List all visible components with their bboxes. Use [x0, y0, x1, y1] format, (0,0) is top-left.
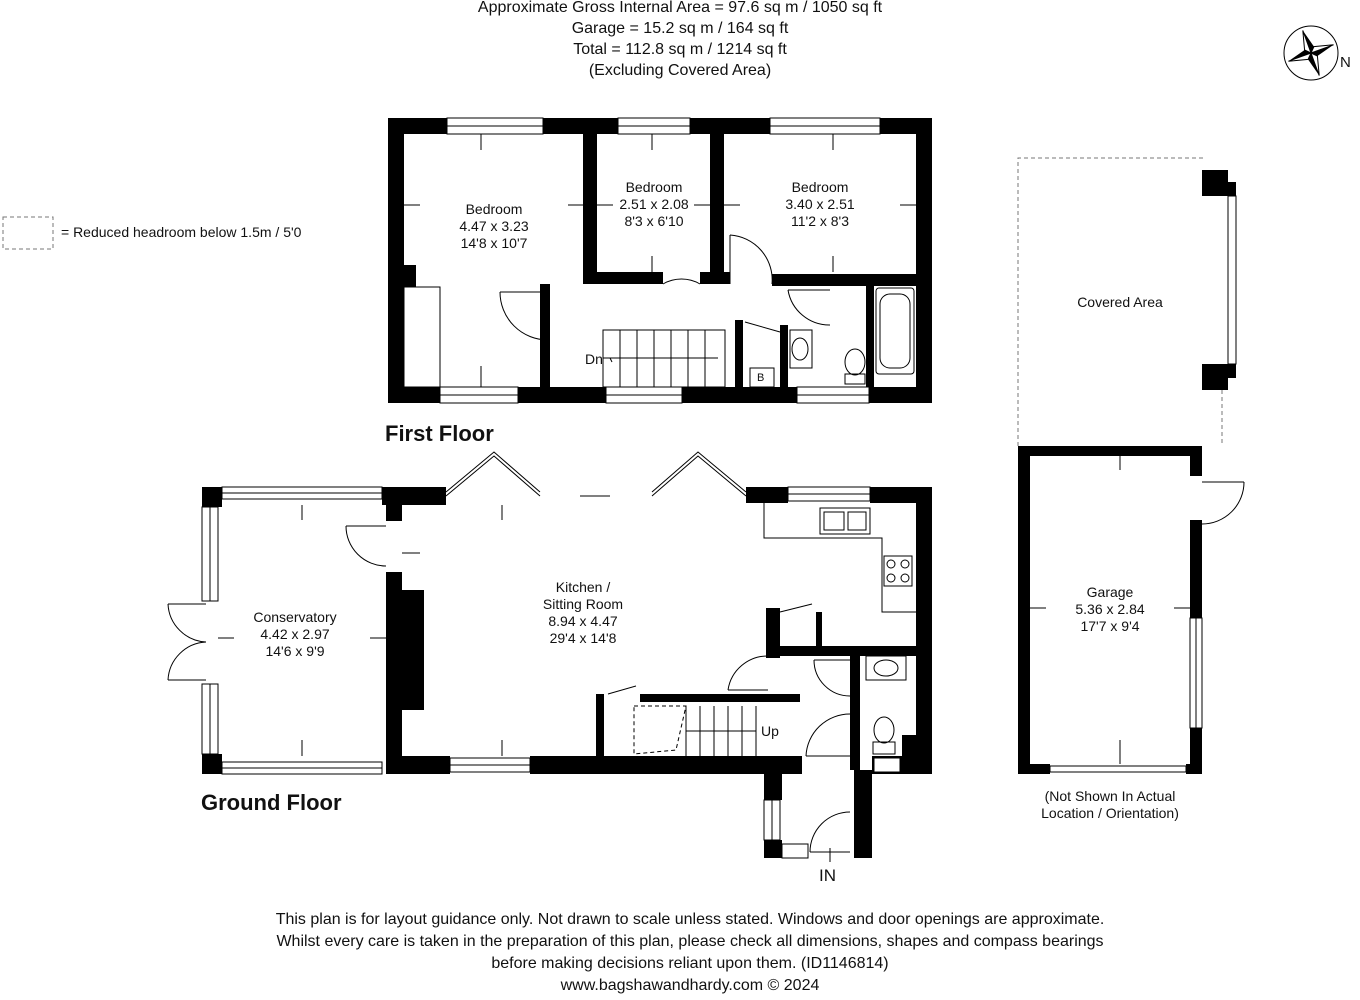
entrance-label: IN [819, 866, 836, 885]
boiler-label: B [757, 372, 765, 384]
first-floor-bedroom-2-label: Bedroom 2.51 x 2.08 8'3 x 6'10 [619, 179, 689, 229]
header-garage-area: Garage = 15.2 sq m / 164 sq ft [571, 20, 789, 37]
first-floor-plan [388, 117, 932, 404]
first-floor-bedroom-3-label: Bedroom 3.40 x 2.51 11'2 x 8'3 [785, 179, 855, 229]
garage-plan [1017, 157, 1245, 774]
header-area-summary: Approximate Gross Internal Area = 97.6 s… [380, 0, 980, 81]
kitchen-sitting-room-label: Kitchen / Sitting Room 8.94 x 4.47 29'4 … [542, 579, 624, 646]
header-total-area: Total = 112.8 sq m / 1214 sq ft [573, 41, 787, 58]
conservatory-label: Conservatory 4.42 x 2.97 14'6 x 9'9 [253, 609, 337, 659]
header-gross-area: Approximate Gross Internal Area = 97.6 s… [477, 0, 883, 16]
legend-text: = Reduced headroom below 1.5m / 5'0 [61, 224, 302, 240]
compass-rose-icon [1283, 25, 1339, 81]
ground-floor-plan [167, 451, 932, 862]
first-floor-bedroom-1-label: Bedroom 4.47 x 3.23 14'8 x 10'7 [459, 201, 529, 251]
footer-website: www.bagshawandhardy.com © 2024 [560, 977, 820, 994]
footer-disclaimer: This plan is for layout guidance only. N… [130, 909, 1250, 997]
stairs-up-label: Up [761, 723, 779, 739]
footer-line-3: before making decisions reliant upon the… [491, 955, 889, 972]
garage-location-note: (Not Shown In Actual Location / Orientat… [1041, 788, 1179, 821]
footer-line-1: This plan is for layout guidance only. N… [275, 911, 1105, 928]
header-exclusion-note: (Excluding Covered Area) [588, 62, 772, 79]
stairs-down-label: Dn [585, 351, 603, 367]
compass-north-label: N [1340, 54, 1351, 71]
ground-floor-title: Ground Floor [201, 790, 342, 815]
garage-label: Garage 5.36 x 2.84 17'7 x 9'4 [1075, 584, 1145, 634]
reduced-headroom-swatch [2, 216, 54, 250]
footer-line-2: Whilst every care is taken in the prepar… [276, 933, 1104, 950]
first-floor-title: First Floor [385, 421, 494, 446]
covered-area-label: Covered Area [1077, 294, 1163, 310]
